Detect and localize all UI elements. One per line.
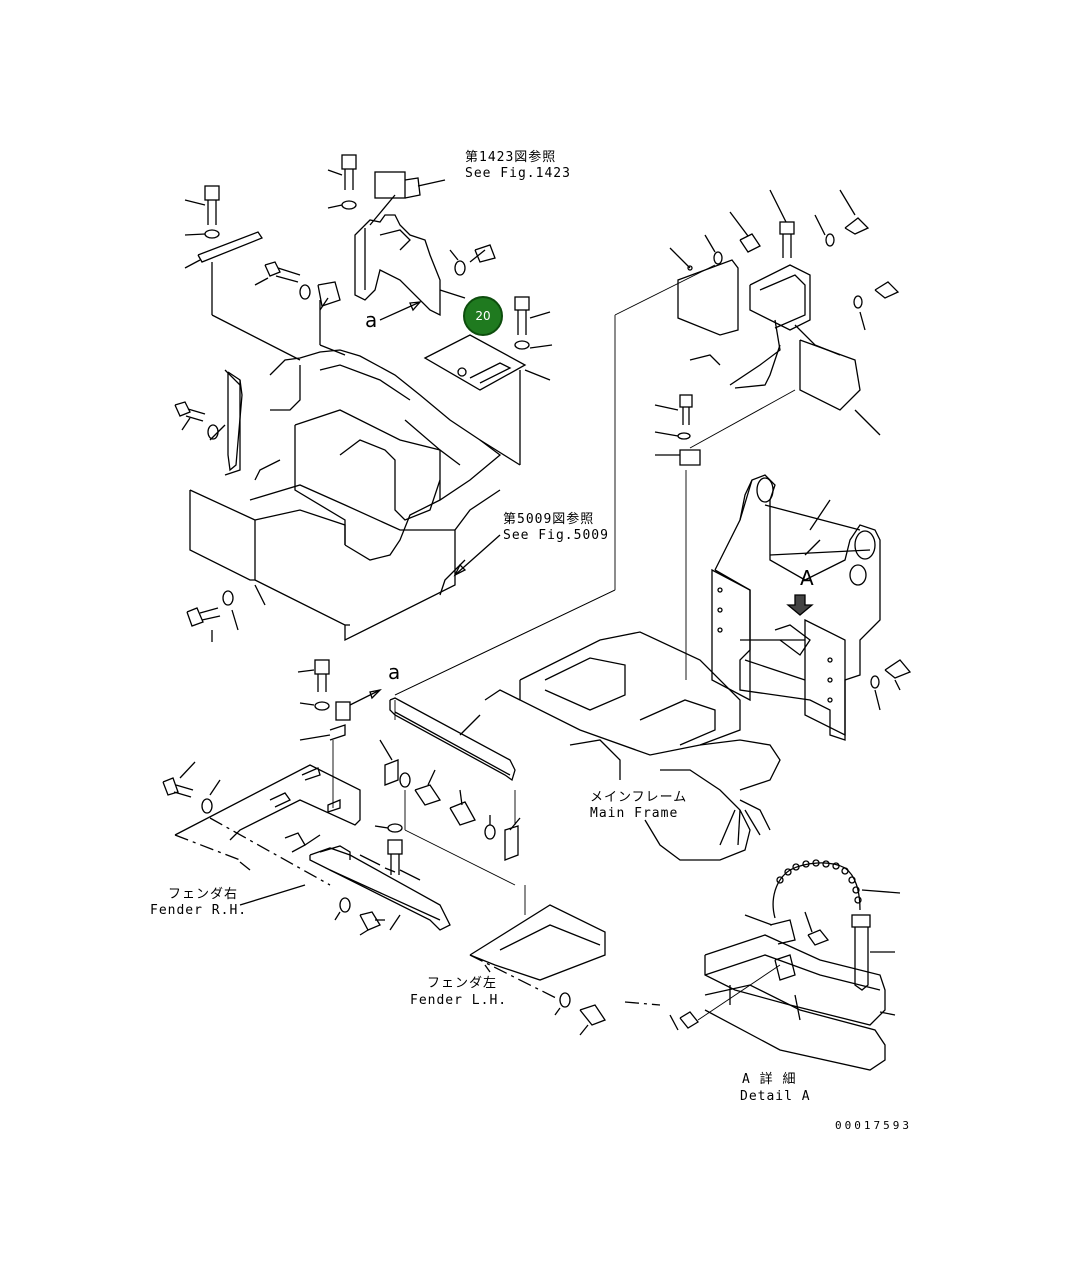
fender-rh-label-jp: フェンダ右 [168,887,239,902]
view-arrow-label-a-top: a [365,308,378,332]
ref-fig-5009-jp: 第5009図参照 [503,512,595,527]
ref-fig-1423-en: See Fig.1423 [465,166,571,181]
main-frame-label-jp: メインフレーム [590,790,688,805]
part-callout-20[interactable]: 20 [463,296,503,336]
view-arrow-label-a-mid: a [388,660,401,684]
main-frame-label-en: Main Frame [590,806,679,821]
ref-fig-5009-en: See Fig.5009 [503,528,609,543]
fender-assembly [162,589,616,1036]
frame-bracket-assembly [394,189,900,696]
main-frame [484,474,912,861]
fender-rh-label-en: Fender R.H. [150,903,248,918]
detail-a-label-jp: A 詳 細 [742,1072,797,1087]
detail-view-marker: A [800,566,814,590]
drawing-number: 00017593 [835,1119,912,1132]
fender-lh-label-jp: フェンダ左 [427,976,498,991]
fender-lh-label-en: Fender L.H. [410,993,508,1008]
ref-fig-1423-jp: 第1423図参照 [465,150,557,165]
cab-support-assembly [174,154,553,642]
detail-a [624,859,901,1071]
detail-a-label-en: Detail A [740,1089,811,1104]
